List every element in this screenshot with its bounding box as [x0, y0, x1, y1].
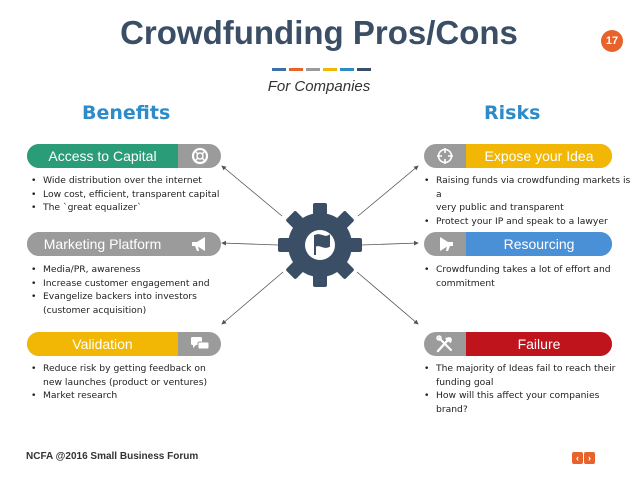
connector-risk-2: [361, 240, 419, 246]
list-item: new launches (product or ventures): [43, 376, 208, 388]
risk-pill-expose-your-idea: Expose your Idea: [424, 144, 612, 168]
list-item: Media/PR, awareness: [27, 263, 257, 277]
prev-slide-button[interactable]: ‹: [572, 452, 583, 464]
benefits-heading: Benefits: [82, 102, 171, 124]
risk-bullets-2: Crowdfunding takes a lot of effort and c…: [420, 263, 632, 290]
list-item: Low cost, efficient, transparent capital: [27, 188, 257, 202]
risk-bullets-3: The majority of Ideas fail to reach thei…: [420, 362, 632, 416]
list-item: Increase customer engagement and: [27, 277, 257, 291]
benefit-bullets-3: Reduce risk by getting feedback on new l…: [27, 362, 257, 403]
list-item: Reduce risk by getting feedback on: [27, 362, 257, 376]
list-item: very public and transparent: [436, 202, 564, 214]
list-item: Market research: [27, 389, 257, 403]
crosshair-icon: [424, 144, 466, 168]
risk-label: Expose your Idea: [466, 144, 612, 168]
benefit-pill-access-to-capital: Access to Capital: [27, 144, 221, 168]
benefit-pill-validation: Validation: [27, 332, 221, 356]
list-item: commitment: [436, 277, 495, 289]
risks-heading: Risks: [484, 102, 541, 124]
page-title: Crowdfunding Pros/Cons: [120, 14, 518, 51]
megaphone-icon: [178, 232, 221, 256]
connector-risk-1: [357, 165, 419, 217]
benefit-label: Marketing Platform: [27, 232, 178, 256]
next-slide-button[interactable]: ›: [584, 452, 595, 464]
tools-icon: [424, 332, 466, 356]
list-item: Evangelize backers into investors: [27, 290, 257, 304]
chat-bubbles-icon: [178, 332, 221, 356]
list-item: (customer acquisition): [43, 304, 147, 316]
list-item: brand?: [436, 403, 468, 415]
list-item: The `great equalizer`: [27, 201, 257, 215]
benefit-bullets-1: Wide distribution over the internet Low …: [27, 174, 257, 215]
risk-pill-failure: Failure: [424, 332, 612, 356]
list-item: funding goal: [436, 376, 494, 388]
page-subtitle: For Companies: [267, 78, 371, 95]
benefit-label: Access to Capital: [27, 144, 178, 168]
page-number-badge: 17: [601, 30, 623, 52]
benefit-bullets-2: Media/PR, awareness Increase customer en…: [27, 263, 257, 317]
risk-bullets-1: Raising funds via crowdfunding markets i…: [420, 174, 632, 228]
connector-risk-3: [356, 271, 419, 325]
list-item: Raising funds via crowdfunding markets i…: [420, 174, 632, 201]
list-item: Crowdfunding takes a lot of effort and: [420, 263, 632, 277]
list-item: Wide distribution over the internet: [27, 174, 257, 188]
list-item: Protect your IP and speak to a lawyer: [420, 215, 632, 229]
benefit-pill-marketing-platform: Marketing Platform: [27, 232, 221, 256]
gear-flag-icon: [278, 203, 362, 287]
risk-label: Failure: [466, 332, 612, 356]
connector-benefit-2: [221, 240, 279, 246]
footer-text: NCFA @2016 Small Business Forum: [26, 451, 199, 462]
megaphone-icon: [424, 232, 466, 256]
title-underline: [272, 68, 371, 72]
list-item: How will this affect your companies: [420, 389, 632, 403]
lifebuoy-icon: [178, 144, 221, 168]
benefit-label: Validation: [27, 332, 178, 356]
list-item: The majority of Ideas fail to reach thei…: [420, 362, 632, 376]
risk-pill-resourcing: Resourcing: [424, 232, 612, 256]
risk-label: Resourcing: [466, 232, 612, 256]
